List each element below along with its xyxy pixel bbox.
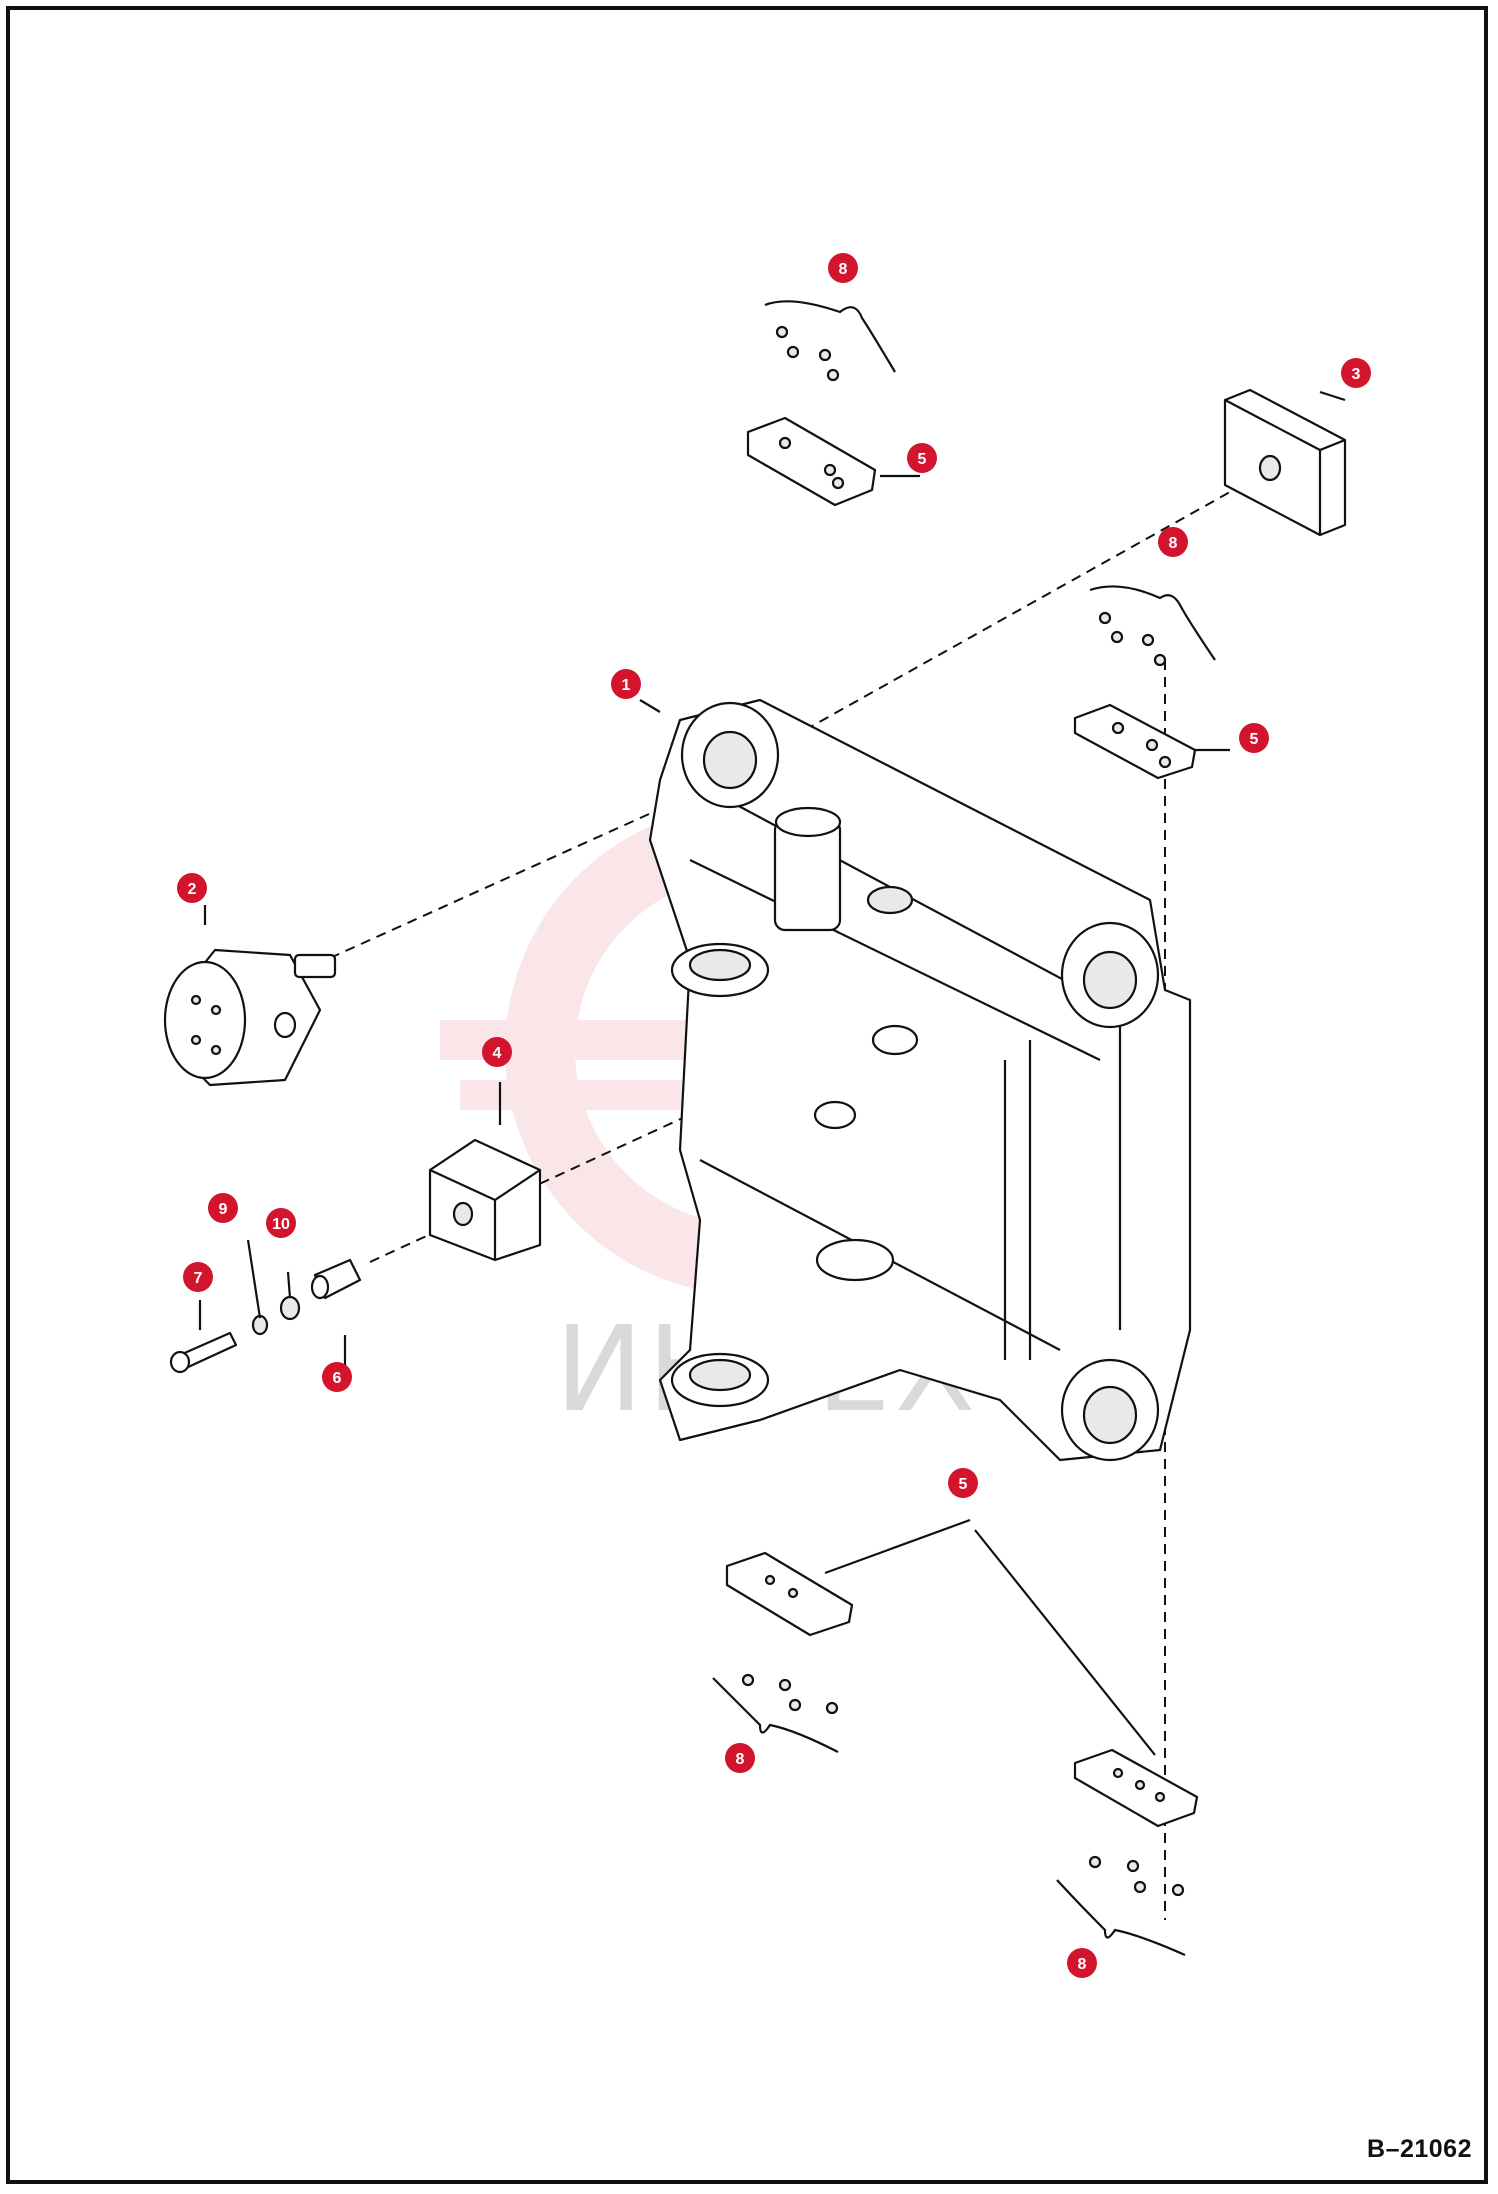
wear-pad-lower-left <box>725 1551 854 1637</box>
callout-4: 4 <box>482 1037 512 1067</box>
svg-text:8: 8 <box>1169 535 1178 552</box>
wear-pad-right-upper <box>1073 703 1197 780</box>
part-3-plate-block <box>1223 388 1347 537</box>
callouts: 1 2 3 4 5 5 5 6 7 8 8 8 8 9 10 <box>177 253 1371 1978</box>
svg-text:7: 7 <box>194 1270 203 1287</box>
callout-5b: 5 <box>1239 723 1269 753</box>
svg-text:8: 8 <box>1078 1956 1087 1973</box>
leader-lines <box>198 390 1346 1756</box>
drawing-frame <box>6 6 1488 2184</box>
part-4-cube-block <box>428 1138 542 1262</box>
wear-pad-lower-right <box>1073 1748 1199 1828</box>
main-frame <box>648 698 1192 1462</box>
svg-text:2: 2 <box>188 881 197 898</box>
callout-7: 7 <box>183 1262 213 1292</box>
callout-6: 6 <box>322 1362 352 1392</box>
callout-8a: 8 <box>828 253 858 283</box>
svg-text:5: 5 <box>1250 731 1259 748</box>
part-7-bolt <box>169 1331 238 1374</box>
callout-8c: 8 <box>725 1743 755 1773</box>
svg-text:6: 6 <box>333 1370 342 1387</box>
part-2-pivot-hub <box>163 948 337 1087</box>
callout-3: 3 <box>1341 358 1371 388</box>
callout-2: 2 <box>177 873 207 903</box>
svg-text:1: 1 <box>622 677 631 694</box>
svg-text:8: 8 <box>839 261 848 278</box>
drawing-number: B–21062 <box>1367 2135 1472 2163</box>
part-10-nut <box>279 1295 301 1321</box>
part-9-lock-washer <box>251 1314 269 1336</box>
callout-1: 1 <box>611 669 641 699</box>
callout-5c: 5 <box>948 1468 978 1498</box>
callout-8b: 8 <box>1158 527 1188 557</box>
callout-10: 10 <box>266 1208 296 1238</box>
wear-pad-top <box>746 416 877 507</box>
screw-set-top <box>764 300 896 382</box>
svg-text:9: 9 <box>219 1201 228 1218</box>
callout-9: 9 <box>208 1193 238 1223</box>
svg-text:10: 10 <box>272 1216 290 1233</box>
part-6-pin <box>310 1258 362 1300</box>
svg-text:8: 8 <box>736 1751 745 1768</box>
screw-set-right-upper <box>1089 585 1216 667</box>
svg-text:3: 3 <box>1352 366 1361 383</box>
callout-5a: 5 <box>907 443 937 473</box>
screw-set-lower-right <box>1056 1855 1186 1957</box>
svg-text:5: 5 <box>959 1476 968 1493</box>
svg-text:4: 4 <box>493 1045 502 1062</box>
callout-8d: 8 <box>1067 1948 1097 1978</box>
svg-text:5: 5 <box>918 451 927 468</box>
screw-set-lower-left <box>712 1673 839 1753</box>
